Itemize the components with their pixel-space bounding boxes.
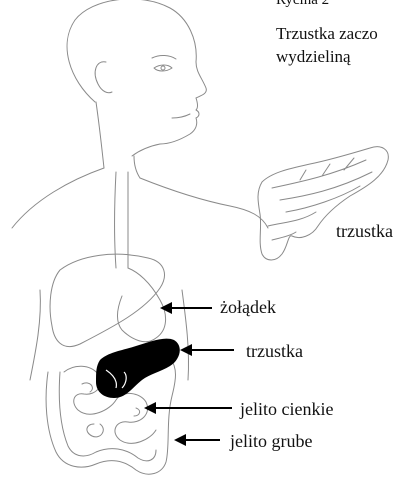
brow <box>152 55 176 59</box>
intro-line-2: wydzieliną <box>276 47 351 66</box>
esophagus <box>115 172 129 268</box>
intro-line-1: Trzustka zaczo <box>276 24 378 43</box>
head-outline <box>67 0 206 156</box>
stomach <box>117 268 165 342</box>
label-large-intestine: jelito grube <box>230 432 312 450</box>
label-stomach: żołądek <box>220 298 276 316</box>
torso-right <box>182 290 189 380</box>
shoulder-left <box>12 168 104 228</box>
intro-text: Trzustka zaczo wydzieliną <box>276 22 406 68</box>
mouth <box>172 114 190 118</box>
pancreas-detail <box>258 147 388 260</box>
label-pancreas-detail: trzustka <box>336 222 393 240</box>
figure-title: Rycina 2 <box>276 0 329 8</box>
pancreas-highlight <box>96 339 180 398</box>
ear <box>95 62 112 93</box>
shoulder-right <box>140 178 268 228</box>
pupil <box>161 66 165 70</box>
label-small-intestine: jelito cienkie <box>240 400 333 418</box>
large-intestine-arrowhead <box>174 434 186 446</box>
liver <box>50 254 164 346</box>
pancreas-arrowhead <box>180 344 192 356</box>
small-intestine-arrowhead <box>144 402 156 414</box>
label-pancreas: trzustka <box>246 342 303 360</box>
neck-back <box>96 102 104 168</box>
torso-left <box>30 290 40 380</box>
neck-front <box>134 156 140 178</box>
